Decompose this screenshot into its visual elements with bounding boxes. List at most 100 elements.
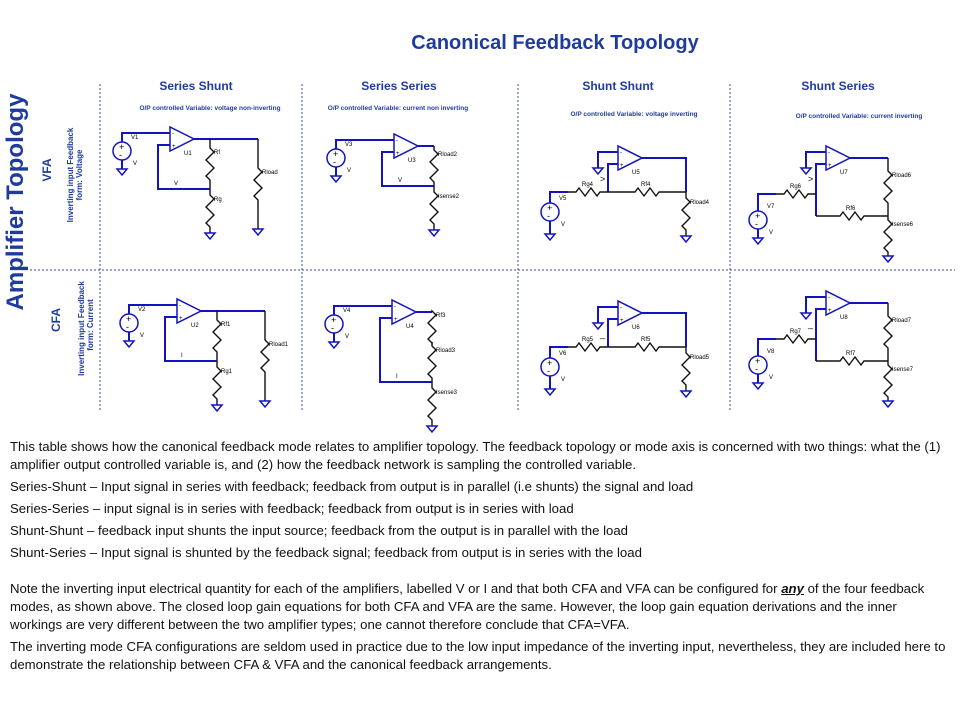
inverting-node-label: > xyxy=(808,174,813,184)
resistor-vertical xyxy=(883,361,893,401)
description-text: This table shows how the canonical feedb… xyxy=(10,438,952,678)
wire xyxy=(381,151,434,187)
wire xyxy=(157,144,210,190)
ground-symbol xyxy=(679,235,693,244)
ground-symbol xyxy=(122,340,136,349)
inverting-node-label: _ xyxy=(807,319,814,329)
op-amp-plus: + xyxy=(828,163,832,169)
op-amp-plus: + xyxy=(172,144,176,150)
op-amp-plus: + xyxy=(620,318,624,324)
col-sub-series-shunt: O/P controlled Variable: voltage non-inv… xyxy=(139,105,281,112)
resistor-label: Rg4 xyxy=(582,182,594,188)
op-amp-symbol xyxy=(617,144,644,172)
resistor-vertical xyxy=(883,216,893,256)
ground-symbol xyxy=(115,168,129,177)
wire xyxy=(379,317,432,383)
op-amp-plus: + xyxy=(620,163,624,169)
ground-symbol xyxy=(425,425,439,434)
note-before: Note the inverting input electrical quan… xyxy=(10,581,782,596)
wire xyxy=(597,306,618,323)
wire xyxy=(121,132,170,142)
resistor-label: Rf6 xyxy=(846,206,856,212)
op-amp-label: U8 xyxy=(840,315,848,321)
op-amp-minus: - xyxy=(179,303,181,309)
op-amp-label: U5 xyxy=(632,170,640,176)
source-value: V xyxy=(140,333,144,339)
resistor-label: Rload1 xyxy=(269,342,289,348)
source-label: V6 xyxy=(559,351,567,357)
resistor-horizontal xyxy=(608,186,686,198)
paragraph-note: Note the inverting input electrical quan… xyxy=(10,580,952,634)
op-amp-plus: + xyxy=(396,151,400,157)
wire xyxy=(642,157,687,192)
wire xyxy=(805,296,826,313)
resistor-vertical xyxy=(681,347,691,391)
op-amp-label: U4 xyxy=(406,324,414,330)
source-plus: + xyxy=(755,211,760,221)
source-value: V xyxy=(561,222,565,228)
resistor-vertical xyxy=(427,382,437,426)
resistor-label: Rload2 xyxy=(438,152,458,158)
source-label: V8 xyxy=(767,349,775,355)
note-after: of the four feedback modes, as shown abo… xyxy=(10,581,925,632)
resistor-horizontal xyxy=(568,341,608,353)
wire xyxy=(815,163,826,216)
ground-symbol xyxy=(543,388,557,397)
op-amp-label: U6 xyxy=(632,325,640,331)
wire xyxy=(549,346,568,358)
source-plus: + xyxy=(755,356,760,366)
paragraph-intro: This table shows how the canonical feedb… xyxy=(10,439,941,472)
resistor-vertical xyxy=(212,311,222,361)
ground-symbol xyxy=(251,228,265,237)
op-amp-minus: - xyxy=(172,131,174,137)
col-header-shunt-series: Shunt Series xyxy=(801,79,875,93)
resistor-vertical xyxy=(429,186,439,230)
source-minus: - xyxy=(333,157,336,167)
resistor-label: Rf7 xyxy=(846,351,856,357)
source-minus: - xyxy=(547,366,550,376)
resistor-label: Rg1 xyxy=(221,369,233,375)
resistor-label: Rload7 xyxy=(892,318,912,324)
op-amp-symbol xyxy=(825,144,852,172)
ground-symbol xyxy=(543,233,557,242)
op-amp-minus: - xyxy=(828,295,830,301)
wire xyxy=(333,305,392,315)
resistor-label: Rload5 xyxy=(690,355,710,361)
resistor-horizontal xyxy=(816,355,888,367)
op-amp-label: U2 xyxy=(191,323,199,329)
ground-symbol xyxy=(591,322,605,331)
source-plus: + xyxy=(333,149,338,159)
col-header-series-series: Series Series xyxy=(361,79,437,93)
resistor-label: Isense6 xyxy=(892,222,914,228)
wire xyxy=(815,308,826,361)
wire xyxy=(549,191,568,203)
resistor-horizontal xyxy=(776,333,816,345)
op-amp-minus: - xyxy=(620,305,622,311)
op-amp-plus: + xyxy=(179,316,183,322)
op-amp-label: U1 xyxy=(184,151,192,157)
source-minus: - xyxy=(119,150,122,160)
wire xyxy=(597,151,618,168)
resistor-vertical xyxy=(429,146,439,186)
ground-symbol xyxy=(751,237,765,246)
col-sub-shunt-shunt: O/P controlled Variable: voltage inverti… xyxy=(570,111,698,118)
inverting-node-label: V xyxy=(398,178,402,184)
ground-symbol xyxy=(327,341,341,350)
source-value: V xyxy=(347,168,351,174)
resistor-horizontal xyxy=(568,186,608,198)
ground-symbol xyxy=(427,229,441,238)
wire xyxy=(642,312,687,347)
source-minus: - xyxy=(331,323,334,333)
resistor-label: Isense2 xyxy=(438,194,460,200)
note-emphasis: any xyxy=(781,581,804,596)
op-amp-symbol xyxy=(169,125,196,153)
resistor-label: Rf5 xyxy=(641,337,651,343)
paragraph-final: The inverting mode CFA configurations ar… xyxy=(10,639,946,672)
resistor-label: Rg5 xyxy=(582,337,594,343)
resistor-horizontal xyxy=(608,341,686,353)
